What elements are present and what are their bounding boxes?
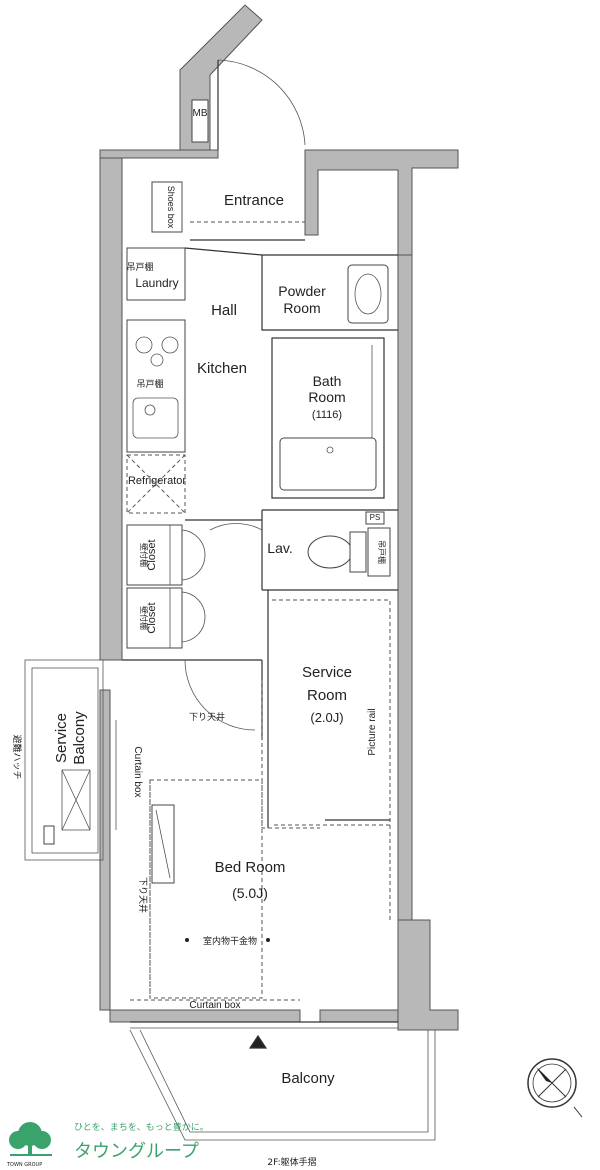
service-balcony-label-2: Balcony xyxy=(71,711,88,765)
bath-room-label-1: Bath xyxy=(313,373,342,389)
logo-small-text: TOWN GROUP xyxy=(6,1162,42,1168)
bed-room-label: Bed Room xyxy=(215,859,286,876)
closet-2-label: Closet xyxy=(146,602,158,633)
powder-room-label-2: Room xyxy=(283,300,320,316)
refrigerator-label: Refrigerator xyxy=(128,475,186,487)
sagari-tenjo-label-2: 下り天井 xyxy=(137,877,149,913)
picture-rail-label: Picture rail xyxy=(367,708,378,755)
service-balcony-label-1: Service xyxy=(53,713,70,763)
mb-label: MB xyxy=(193,108,208,119)
service-room-label-1: Service xyxy=(302,664,352,681)
curtain-box-side-label: Curtain box xyxy=(132,746,143,797)
lav-label: Lav. xyxy=(267,540,292,556)
room-labels: Entrance Shoes box 吊戸棚 Laundry Hall Powd… xyxy=(11,186,387,1087)
logo-tagline: ひとを、まちを、もっと豊かに。 xyxy=(74,1121,209,1133)
town-group-tree-logo xyxy=(0,1117,62,1170)
closet-1-label: Closet xyxy=(146,539,158,570)
kitchen-jp-label: 吊戸棚 xyxy=(136,378,163,390)
bed-room-size: (5.0J) xyxy=(232,885,268,901)
wc-jp-label: 吊戸棚 xyxy=(377,540,387,564)
closet-2-jp-label: 壁付棚 xyxy=(139,606,149,630)
balcony-area xyxy=(129,1029,436,1141)
interior-partitions xyxy=(109,181,398,1029)
closet-1-jp-label: 壁付棚 xyxy=(139,543,149,567)
north-compass-icon xyxy=(527,1058,583,1118)
entrance-arrow-icon xyxy=(248,1034,268,1049)
entrance-label: Entrance xyxy=(224,192,284,209)
mb-cabinet: MB xyxy=(191,99,209,143)
evacuation-hatch-label: 避難ハッチ xyxy=(11,734,23,779)
powder-room-label-1: Powder xyxy=(278,283,326,299)
hall-label: Hall xyxy=(211,302,237,319)
kitchen-label: Kitchen xyxy=(197,360,247,377)
laundry-label: Laundry xyxy=(135,276,178,290)
drying-hardware-label: 室内物干金物 xyxy=(203,935,257,947)
curtain-box-bottom-label: Curtain box xyxy=(189,1000,240,1011)
laundry-jp-label: 吊戸棚 xyxy=(126,261,153,273)
sagari-tenjo-label-1: 下り天井 xyxy=(189,711,225,723)
bath-room-size: (1116) xyxy=(312,409,342,421)
service-room-size: (2.0J) xyxy=(310,710,343,725)
service-balcony xyxy=(24,659,104,861)
bath-room-label-2: Room xyxy=(308,389,345,405)
shoes-box-label: Shoes box xyxy=(166,186,176,229)
entrance-door xyxy=(217,59,306,150)
balcony-label: Balcony xyxy=(281,1070,335,1087)
service-room-label-2: Room xyxy=(307,687,347,704)
logo-name: タウングループ xyxy=(74,1141,199,1162)
footer-note: 2F:躯体手摺 xyxy=(267,1156,316,1168)
structural-walls xyxy=(99,4,459,1031)
ps-label: PS xyxy=(370,513,381,522)
